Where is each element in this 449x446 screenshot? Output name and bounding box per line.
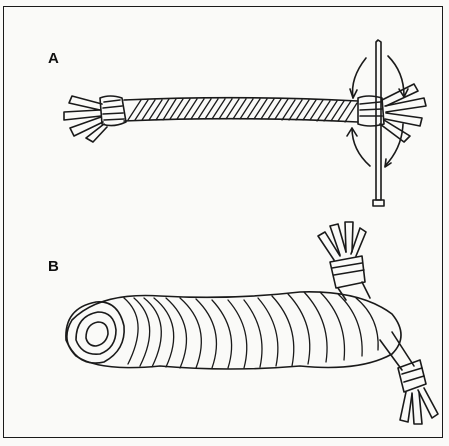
skein-strands bbox=[124, 292, 378, 368]
panel-b-drawing bbox=[66, 222, 438, 424]
right-binding bbox=[358, 96, 384, 126]
panel-a-drawing bbox=[64, 40, 426, 206]
right-tassel bbox=[380, 84, 426, 142]
upper-tassel bbox=[318, 222, 366, 288]
rod bbox=[373, 40, 384, 206]
lower-tassel bbox=[380, 332, 438, 424]
left-binding bbox=[100, 96, 126, 126]
skein-end-coil bbox=[66, 302, 124, 363]
rotation-arrows bbox=[347, 56, 408, 167]
